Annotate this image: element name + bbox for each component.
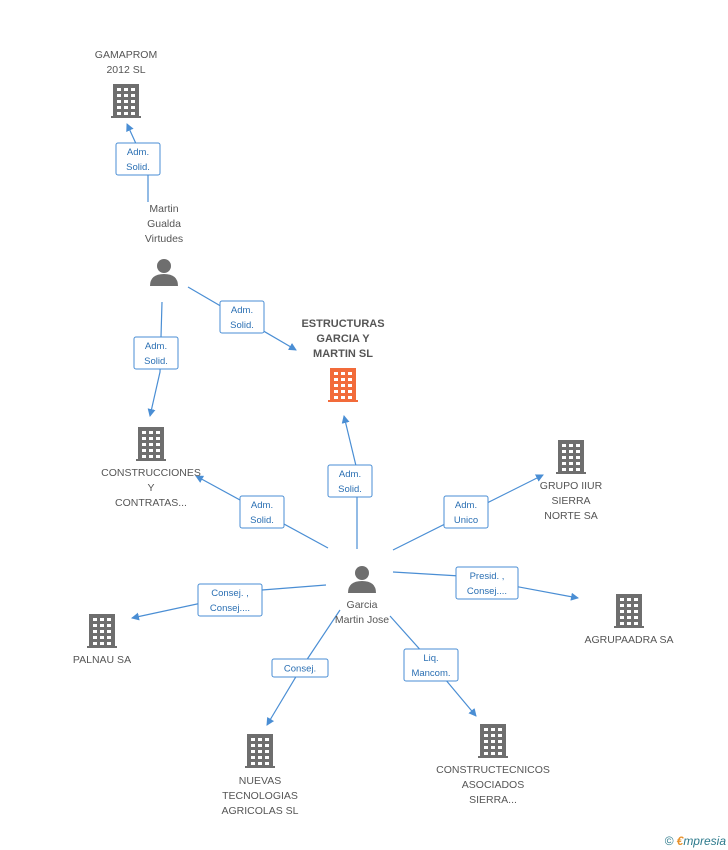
edge-label-text: Solid.: [144, 356, 168, 367]
building-icon: [111, 84, 141, 118]
node-label-line: NUEVAS: [239, 775, 281, 787]
node-label-line: Garcia: [347, 599, 378, 611]
node-label-line: Virtudes: [145, 233, 183, 245]
edge-label-text: Solid.: [250, 515, 274, 526]
node-label-line: Gualda: [147, 218, 181, 230]
edge-label[interactable]: Adm. Unico: [443, 495, 489, 529]
building-icon: [478, 724, 508, 758]
edge-label[interactable]: Adm. Solid.: [219, 300, 265, 334]
node-label-line: GARCIA Y: [316, 333, 370, 345]
edge-label-text: Consej. ,: [211, 588, 249, 599]
node-constructecnicos[interactable]: CONSTRUCTECNICOS ASOCIADOS SIERRA...: [436, 724, 550, 806]
node-label-line: TECNOLOGIAS: [222, 790, 298, 802]
edge-label-text: Adm.: [251, 500, 273, 511]
building-icon: [328, 368, 358, 402]
edge-label-box: [443, 495, 489, 529]
edge-label-box: [133, 336, 179, 370]
edge-label-text: Consej....: [210, 603, 250, 614]
edge-label-box: [219, 300, 265, 334]
node-gamaprom[interactable]: GAMAPROM 2012 SL: [95, 49, 157, 118]
node-palnau[interactable]: PALNAU SA: [73, 614, 131, 666]
edge-label-text: Adm.: [339, 469, 361, 480]
edge-label[interactable]: Adm. Solid.: [133, 336, 179, 370]
edge-label-text: Solid.: [338, 484, 362, 495]
edge-label[interactable]: Consej. , Consej....: [197, 583, 263, 617]
node-label-line: ESTRUCTURAS: [301, 318, 384, 330]
building-icon: [614, 594, 644, 628]
edge-label-text: Mancom.: [411, 668, 450, 679]
node-agrupaadra[interactable]: AGRUPAADRA SA: [584, 594, 674, 646]
person-icon: [150, 259, 178, 286]
node-label-line: SIERRA: [551, 495, 590, 507]
edge-label-box: [239, 495, 285, 529]
node-label-line: AGRICOLAS SL: [221, 805, 298, 817]
edge-label-box: [115, 142, 161, 176]
edge-label-box: [455, 566, 519, 600]
edge-label[interactable]: Adm. Solid.: [239, 495, 285, 529]
node-label-line: NORTE SA: [544, 510, 597, 522]
edge-label[interactable]: Consej.: [271, 658, 329, 678]
edge-label-text: Consej....: [467, 586, 507, 597]
edge-label-box: [271, 658, 329, 678]
edge-label-text: Consej.: [284, 664, 316, 675]
node-nuevas[interactable]: NUEVAS TECNOLOGIAS AGRICOLAS SL: [221, 734, 299, 817]
edge-label-text: Adm.: [231, 305, 253, 316]
edge-label-text: Adm.: [127, 147, 149, 158]
node-estructuras[interactable]: ESTRUCTURAS GARCIA Y MARTIN SL: [301, 318, 385, 402]
edge-label[interactable]: Presid. , Consej....: [455, 566, 519, 600]
edge-label-box: [403, 648, 459, 682]
edge-label-text: Solid.: [126, 162, 150, 173]
edge-label-text: Presid. ,: [470, 571, 505, 582]
brand-name: mpresia: [683, 834, 726, 848]
copyright-symbol: ©: [664, 834, 674, 848]
node-label-line: Y: [147, 482, 154, 494]
node-grupo[interactable]: GRUPO IIUR SIERRA NORTE SA: [540, 440, 603, 522]
node-label-line: MARTIN SL: [313, 348, 373, 360]
edge-label-text: Liq.: [423, 653, 438, 664]
node-label-line: PALNAU SA: [73, 654, 131, 666]
edge-label-box: [327, 464, 373, 498]
edge-label[interactable]: Adm. Solid.: [327, 464, 373, 498]
node-label-line: CONSTRUCCIONES: [101, 467, 201, 479]
node-label-line: CONTRATAS...: [115, 497, 187, 509]
person-icon: [348, 566, 376, 593]
node-label-line: CONSTRUCTECNICOS: [436, 764, 550, 776]
node-label-line: ASOCIADOS: [462, 779, 524, 791]
node-label-line: GAMAPROM: [95, 49, 157, 61]
node-label-line: SIERRA...: [469, 794, 517, 806]
node-label-line: Martin: [149, 203, 178, 215]
edge-martin-to-construcciones: [147, 301, 163, 417]
node-label-line: GRUPO IIUR: [540, 480, 603, 492]
empresia-watermark: ©€mpresia: [665, 834, 726, 848]
edge-label[interactable]: Adm. Solid.: [115, 142, 161, 176]
edge-label-text: Unico: [454, 515, 478, 526]
edge-label-text: Solid.: [230, 320, 254, 331]
building-icon: [87, 614, 117, 648]
edge-label-text: Adm.: [455, 500, 477, 511]
building-icon: [556, 440, 586, 474]
node-construcciones[interactable]: CONSTRUCCIONES Y CONTRATAS...: [101, 427, 201, 509]
edge-label[interactable]: Liq. Mancom.: [403, 648, 459, 682]
building-icon: [245, 734, 275, 768]
edge-label-text: Adm.: [145, 341, 167, 352]
node-label-line: 2012 SL: [106, 64, 145, 76]
brand-initial: €: [676, 834, 684, 848]
building-icon: [136, 427, 166, 461]
node-label-line: Martin Jose: [335, 614, 389, 626]
node-label-line: AGRUPAADRA SA: [584, 634, 673, 646]
edge-label-box: [197, 583, 263, 617]
